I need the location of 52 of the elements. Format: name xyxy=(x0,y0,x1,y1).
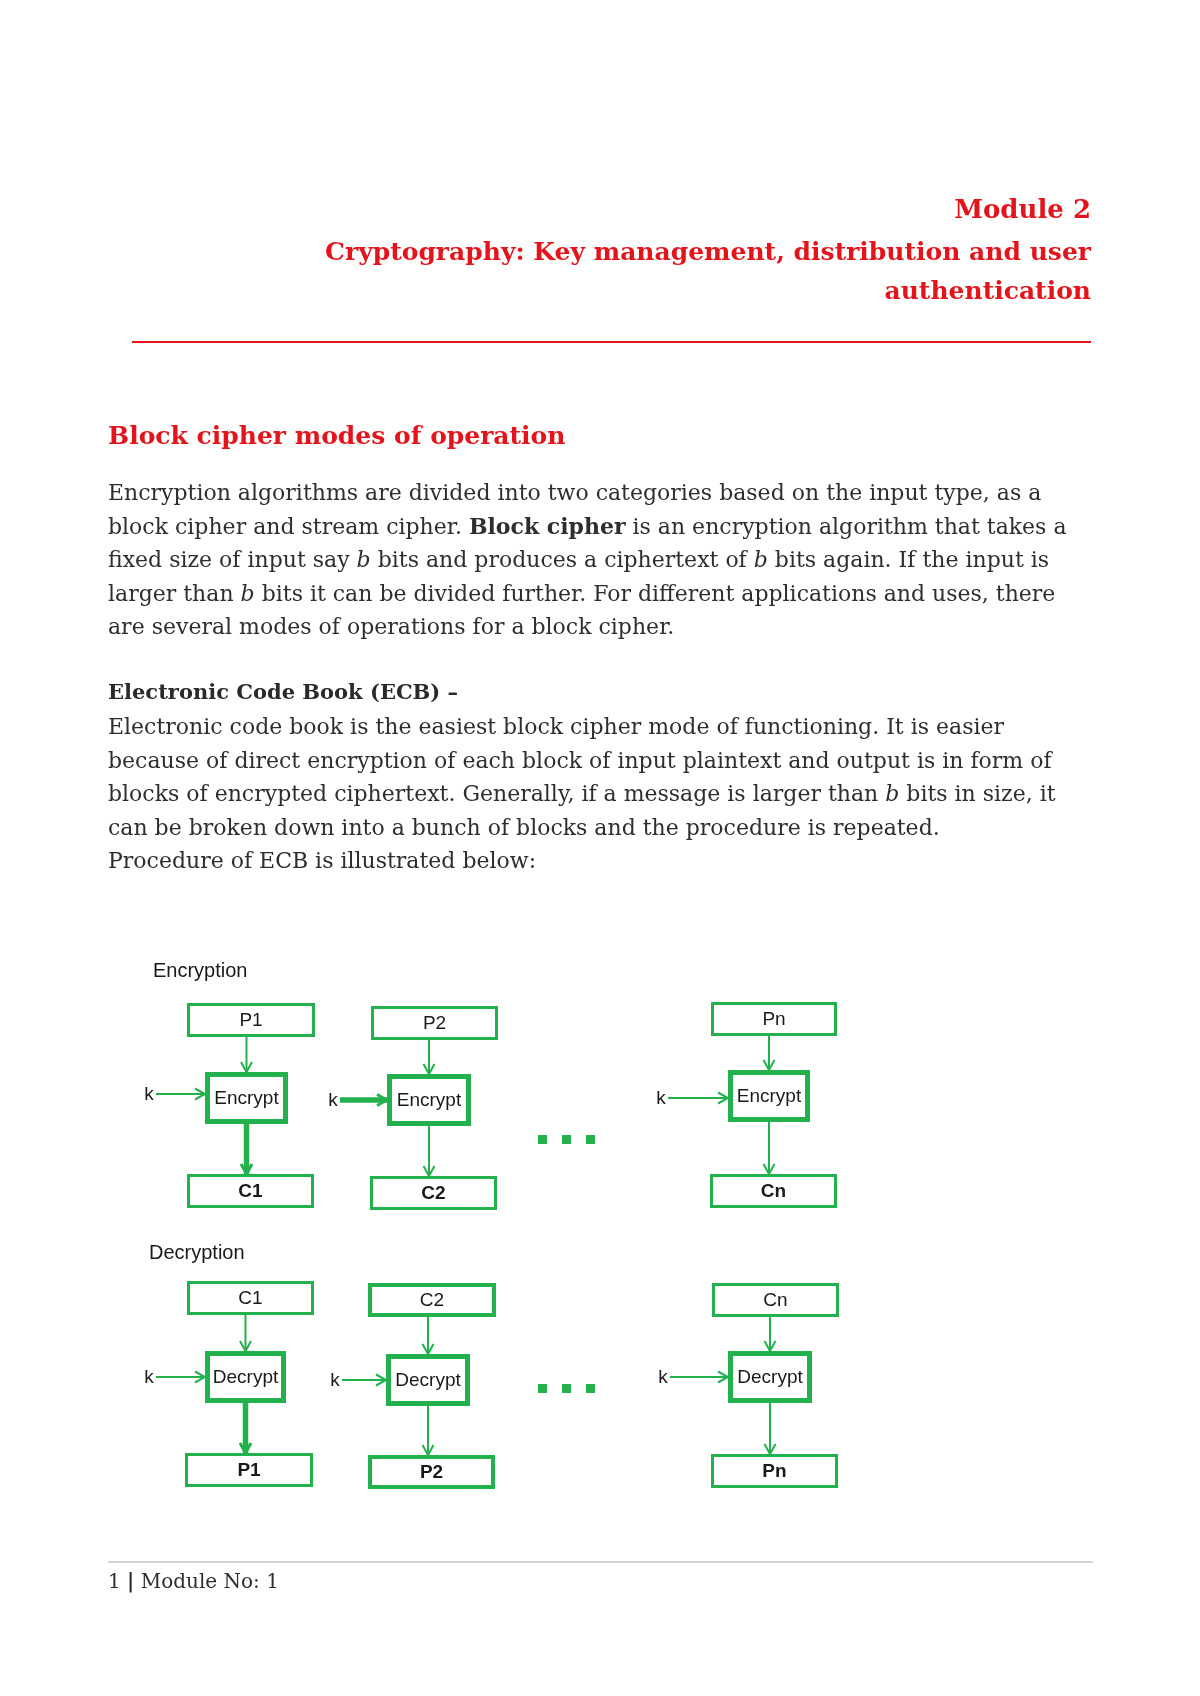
decrypt-box: Decrypt xyxy=(205,1351,286,1403)
subsection-heading: Electronic Code Book (ECB) – xyxy=(108,678,459,706)
encrypt-box: Encrypt xyxy=(205,1072,288,1124)
section-heading: Block cipher modes of operation xyxy=(108,420,566,452)
arrow xyxy=(422,1039,436,1075)
ciphertext-box: C2 xyxy=(368,1283,496,1317)
arrow xyxy=(669,1370,729,1384)
arrow xyxy=(155,1087,206,1101)
diagram-heading: Encryption xyxy=(153,958,248,982)
arrow xyxy=(421,1405,435,1456)
decrypt-box: Decrypt xyxy=(728,1351,812,1403)
key-label: k xyxy=(143,1365,155,1389)
plaintext-box: Pn xyxy=(711,1454,838,1488)
key-label: k xyxy=(143,1082,155,1106)
diagram-heading: Decryption xyxy=(149,1240,245,1264)
plaintext-box: Pn xyxy=(711,1002,837,1036)
key-label: k xyxy=(655,1086,667,1110)
body-paragraph: Electronic code book is the easiest block cipher mode of functioning. It is easier because of direct encryption of each block of input plaintext and output is in form of blocks of encrypted ciphertext. Generally, if a message is larger than b bits in size, it can be broken down into a bunch of blocks and the procedure is repeated. xyxy=(108,713,1057,842)
key-label: k xyxy=(329,1368,341,1392)
encrypt-box: Encrypt xyxy=(728,1070,810,1122)
body-text: Procedure of ECB is illustrated below: xyxy=(108,847,537,875)
plaintext-box: P2 xyxy=(371,1006,498,1040)
ciphertext-box: C1 xyxy=(187,1174,314,1208)
plaintext-box: P1 xyxy=(185,1453,313,1487)
arrow xyxy=(155,1370,206,1384)
arrow xyxy=(239,1314,252,1352)
page-footer: 1 | Module No: 1 xyxy=(108,1568,279,1594)
plaintext-box: P2 xyxy=(368,1455,495,1489)
encrypt-box: Encrypt xyxy=(387,1074,471,1126)
ciphertext-box: C1 xyxy=(187,1281,314,1315)
arrow xyxy=(239,1124,254,1176)
ciphertext-box: Cn xyxy=(710,1174,837,1208)
arrow xyxy=(240,1036,253,1073)
module-heading: Module 2 xyxy=(953,193,1091,226)
arrow xyxy=(422,1125,436,1177)
key-label: k xyxy=(327,1088,339,1112)
arrow xyxy=(763,1316,777,1352)
arrow xyxy=(421,1316,435,1355)
arrow xyxy=(340,1093,389,1107)
chapter-title: Cryptography: Key management, distribution and user authentication xyxy=(324,236,1091,307)
ciphertext-box: Cn xyxy=(712,1283,839,1317)
arrow xyxy=(341,1373,387,1387)
arrow xyxy=(238,1403,253,1455)
body-paragraph: Encryption algorithms are divided into two categories based on the input type, as a block cipher and stream cipher. Block cipher is an encryption algorithm that takes a fixed size of input say b bits and produces a ciphertext of b bits again. If the input is larger than b bits it can be divided further. For different applications and uses, there are several modes of operations for a block cipher. xyxy=(108,479,1068,642)
plaintext-box: P1 xyxy=(187,1003,315,1037)
arrow xyxy=(667,1091,729,1105)
arrow xyxy=(762,1121,776,1175)
key-label: k xyxy=(657,1365,669,1389)
ciphertext-box: C2 xyxy=(370,1176,497,1210)
arrow xyxy=(763,1402,777,1455)
decrypt-box: Decrypt xyxy=(386,1354,470,1406)
arrow xyxy=(762,1035,776,1071)
